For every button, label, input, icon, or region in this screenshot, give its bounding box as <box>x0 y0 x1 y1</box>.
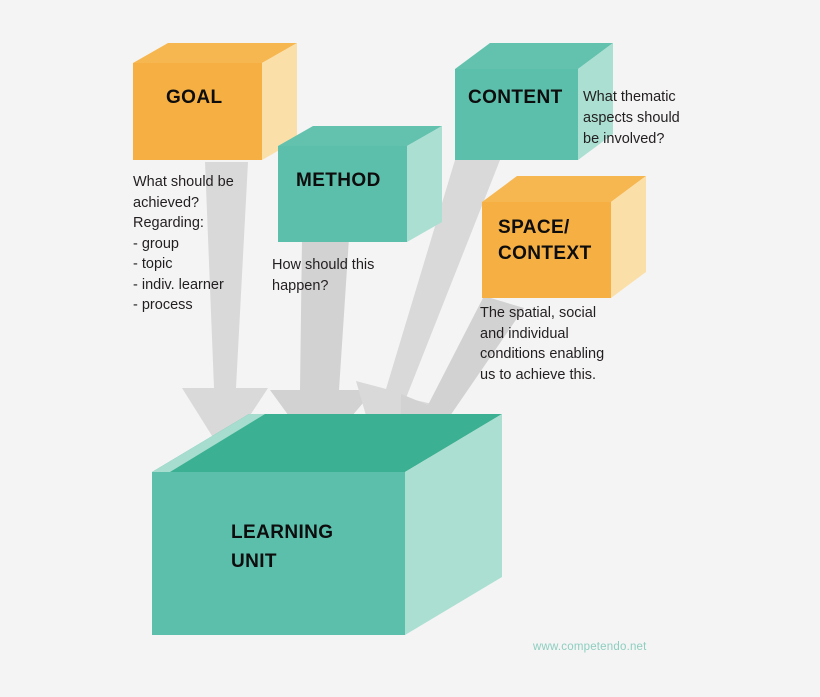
cube-goal-front <box>133 63 262 160</box>
arrow-goal <box>182 162 268 455</box>
cube-goal-top <box>133 43 297 63</box>
description-goal: What should be achieved? Regarding: - gr… <box>133 174 234 313</box>
cube-label-content: CONTENT <box>468 87 563 108</box>
cube-content <box>455 43 613 160</box>
cube-method-top <box>278 126 442 146</box>
arrow-content <box>356 160 500 457</box>
cube-content-front <box>455 69 578 160</box>
footer-url: www.competendo.net <box>533 641 647 653</box>
cube-label-learning-unit: LEARNING UNIT <box>231 522 334 572</box>
cube-label-method: METHOD <box>296 170 381 191</box>
learning-unit-right-face <box>405 414 502 635</box>
description-content: What thematic aspects should be involved… <box>583 89 680 147</box>
cube-method-side <box>407 126 442 242</box>
cube-label-space-context: SPACE/ CONTEXT <box>498 217 592 264</box>
cube-space-top <box>482 176 646 202</box>
cube-content-top <box>455 43 613 69</box>
arrow-method <box>270 238 374 456</box>
cube-space-front <box>482 202 611 298</box>
learning-unit-rim-left <box>152 414 265 483</box>
description-method: How should this happen? <box>272 257 375 294</box>
learning-unit-front-face <box>152 472 405 635</box>
cube-goal <box>133 43 297 160</box>
cube-content-side <box>578 43 613 160</box>
cube-space-side <box>611 176 646 298</box>
cube-label-goal: GOAL <box>166 87 223 108</box>
cube-method <box>278 126 442 242</box>
cube-method-front <box>278 146 407 242</box>
cube-space-context <box>482 176 646 298</box>
cube-goal-side <box>262 43 297 160</box>
learning-unit-box <box>152 414 502 635</box>
description-space-context: The spatial, social and individual condi… <box>480 305 605 383</box>
